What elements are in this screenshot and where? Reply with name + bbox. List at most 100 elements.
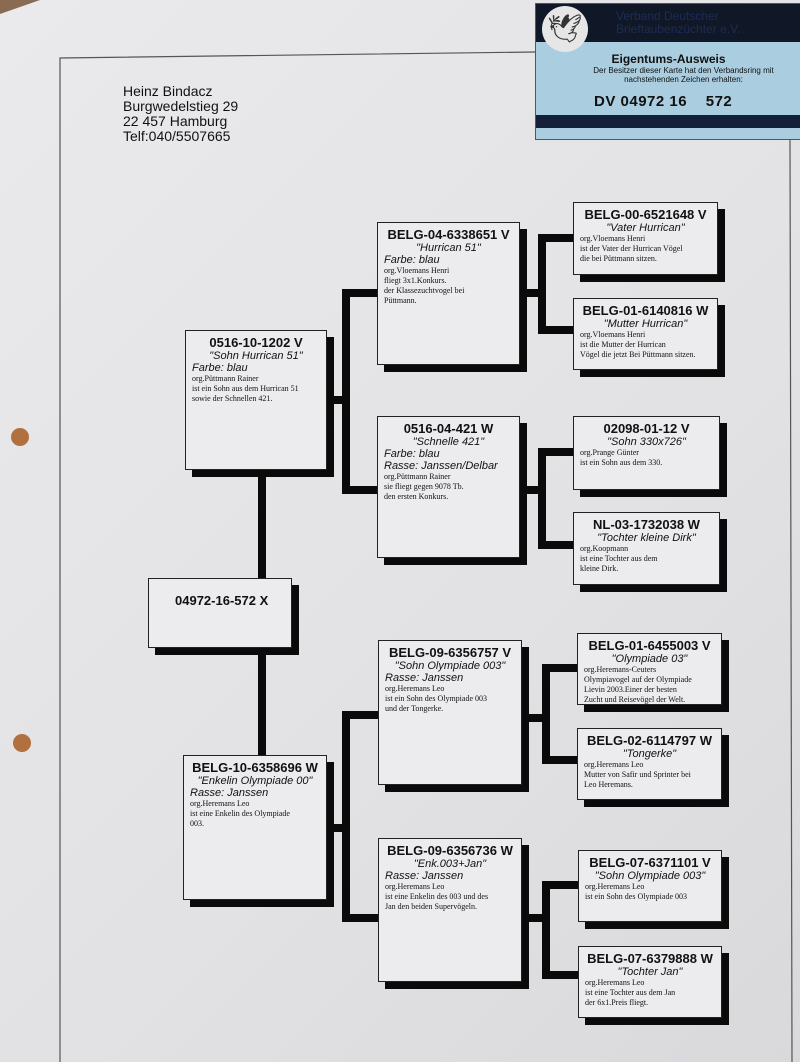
bird-note: die bei Püttmann sitzen. (580, 254, 657, 263)
bird-note: org.Heremans Leo (385, 882, 445, 891)
bird-attribute: Rasse: Janssen/Delbar (384, 460, 498, 472)
bird-ring-id: BELG-07-6371101 V (589, 855, 711, 870)
bird-note: der Klassezuchtvogel bei (384, 286, 465, 295)
bird-note: ist eine Tochter aus dem Jan (585, 988, 676, 997)
bird-attribute: Rasse: Janssen (385, 870, 464, 882)
bird-note: Olympiavogel auf der Olympiade (584, 675, 692, 684)
connector (523, 234, 577, 334)
bird-note: sowie der Schnellen 421. (192, 394, 273, 403)
bird-name: "Olympiade 03" (611, 653, 688, 665)
card-band (536, 115, 800, 128)
page-border (789, 139, 793, 1062)
bird-box: BELG-07-6371101 V "Sohn Olympiade 003"or… (578, 850, 722, 922)
bird-note: und der Tongerke. (385, 704, 444, 713)
bird-box: BELG-04-6338651 V "Hurrican 51"Farbe: bl… (377, 222, 520, 365)
connector (525, 881, 582, 979)
bird-note: ist ein Sohn des Olympiade 003 (385, 694, 487, 703)
bird-ring-id: 04972-16-572 X (175, 593, 269, 608)
bird-note: ist eine Tochter aus dem (580, 554, 658, 563)
bird-note: org.Heremans Leo (585, 882, 645, 891)
bird-ring-id: BELG-09-6356736 W (387, 843, 513, 858)
bird-name: "Sohn Olympiade 003" (594, 870, 706, 882)
page-border (59, 51, 536, 1062)
bird-note: Leo Heremans. (584, 780, 633, 789)
card-org-line: Verband Deutscher (616, 9, 719, 23)
bird-box: BELG-01-6140816 W "Mutter Hurrican"org.V… (573, 298, 718, 370)
bird-note: Jan den beiden Supervögeln. (385, 902, 477, 911)
bird-note: org.Heremans Leo (584, 760, 644, 769)
bird-name: "Sohn Hurrican 51" (209, 350, 303, 362)
bird-box: BELG-02-6114797 W "Tongerke"org.Heremans… (577, 728, 722, 800)
bird-attribute: Farbe: blau (384, 254, 440, 266)
owner-phone: Telf:040/5507665 (123, 128, 231, 144)
root-bird-box: 04972-16-572 X (148, 578, 292, 648)
bird-note: der 6x1.Preis fliegt. (585, 998, 649, 1007)
bird-note: kleine Dirk. (580, 564, 619, 573)
bird-name: "Enkelin Olympiade 00" (197, 775, 313, 787)
bird-note: Vögel die jetzt Bei Püttmann sitzen. (580, 350, 696, 359)
bird-ring-id: BELG-01-6455003 V (588, 638, 711, 653)
bird-name: "Tongerke" (622, 748, 677, 760)
bird-name: "Enk.003+Jan" (413, 858, 487, 870)
bird-ring-id: BELG-01-6140816 W (582, 303, 709, 318)
card-org: Verband Deutscher Brieftaubenzüchter e.V… (616, 10, 740, 36)
bird-note: ist die Mutter der Hurrican (580, 340, 666, 349)
bird-note: org.Püttmann Rainer (384, 472, 451, 481)
bird-note: fliegt 3x1.Konkurs. (384, 276, 447, 285)
bird-note: ist ein Sohn des Olympiade 003 (585, 892, 687, 901)
bird-note: ist ein Sohn aus dem Hurrican 51 (192, 384, 299, 393)
bird-box: NL-03-1732038 W "Tochter kleine Dirk"org… (573, 512, 720, 585)
bird-note: ist ein Sohn aus dem 330. (580, 458, 663, 467)
bird-note: org.Koopmann (580, 544, 629, 553)
card-title: Eigentums-Ausweis (611, 52, 726, 66)
bird-note: org.Vloemans Henri (580, 234, 646, 243)
bird-note: org.Heremans Leo (385, 684, 445, 693)
bird-note: org.Heremans Leo (190, 799, 250, 808)
card-org-line: Brieftaubenzüchter e.V. (616, 22, 741, 36)
bird-note: ist der Vater der Hurrican Vögel (580, 244, 683, 253)
punch-hole (13, 734, 31, 752)
bird-name: "Tochter kleine Dirk" (597, 532, 696, 544)
pigeon-logo-icon: 🕊 (542, 6, 588, 52)
bird-ring-id: BELG-02-6114797 W (586, 733, 712, 748)
ownership-card: 🕊 Verband Deutscher Brieftaubenzüchter e… (535, 3, 800, 140)
connector (523, 448, 577, 549)
owner-name: Heinz Bindacz (123, 83, 213, 99)
bird-attribute: Farbe: blau (384, 448, 440, 460)
bird-note: Lievin 2003.Einer der besten (584, 685, 677, 694)
bird-name: "Schnelle 421" (412, 436, 485, 448)
card-ring-number: DV 04972 16 572 (594, 93, 733, 110)
bird-box: BELG-07-6379888 W "Tochter Jan"org.Herem… (578, 946, 722, 1018)
owner-address: Heinz Bindacz Burgwedelstieg 29 22 457 H… (123, 84, 238, 144)
bird-attribute: Rasse: Janssen (190, 787, 269, 799)
bird-note: org.Vloemans Henri (384, 266, 450, 275)
bird-ring-id: NL-03-1732038 W (593, 517, 700, 532)
bird-attribute: Farbe: blau (192, 362, 248, 374)
owner-city: 22 457 Hamburg (123, 113, 228, 129)
bird-note: Mutter von Safir und Sprinter bei (584, 770, 691, 779)
bird-note: ist eine Enkelin des Olympiade (190, 809, 290, 818)
bird-note: sie fliegt gegen 9078 Tb. (384, 482, 464, 491)
bird-note: org.Vloemans Henri (580, 330, 646, 339)
bird-note: 003. (190, 819, 204, 828)
card-subtitle: Der Besitzer dieser Karte hat den Verban… (593, 66, 774, 84)
connector (329, 711, 382, 922)
bird-ring-id: BELG-00-6521648 V (584, 207, 707, 222)
bird-name: "Sohn 330x726" (607, 436, 686, 448)
bird-ring-id: 02098-01-12 V (603, 421, 690, 436)
bird-note: Zucht und Reisevögel der Welt. (584, 695, 686, 704)
bird-ring-id: BELG-04-6338651 V (387, 227, 510, 242)
bird-note: org.Heremans-Ceuters (584, 665, 657, 674)
bird-ring-id: 0516-04-421 W (403, 421, 494, 436)
bird-box: 02098-01-12 V "Sohn 330x726"org.Prange G… (573, 416, 720, 490)
bird-box: 0516-10-1202 V "Sohn Hurrican 51"Farbe: … (185, 330, 327, 470)
bird-name: "Mutter Hurrican" (603, 318, 688, 330)
bird-note: den ersten Konkurs. (384, 492, 449, 501)
bird-note: Püttmann. (384, 296, 417, 305)
punch-hole (11, 428, 29, 446)
bird-ring-id: 0516-10-1202 V (209, 335, 303, 350)
bird-ring-id: BELG-09-6356757 V (388, 645, 512, 660)
bird-ring-id: BELG-07-6379888 W (587, 951, 713, 966)
owner-street: Burgwedelstieg 29 (123, 98, 239, 114)
